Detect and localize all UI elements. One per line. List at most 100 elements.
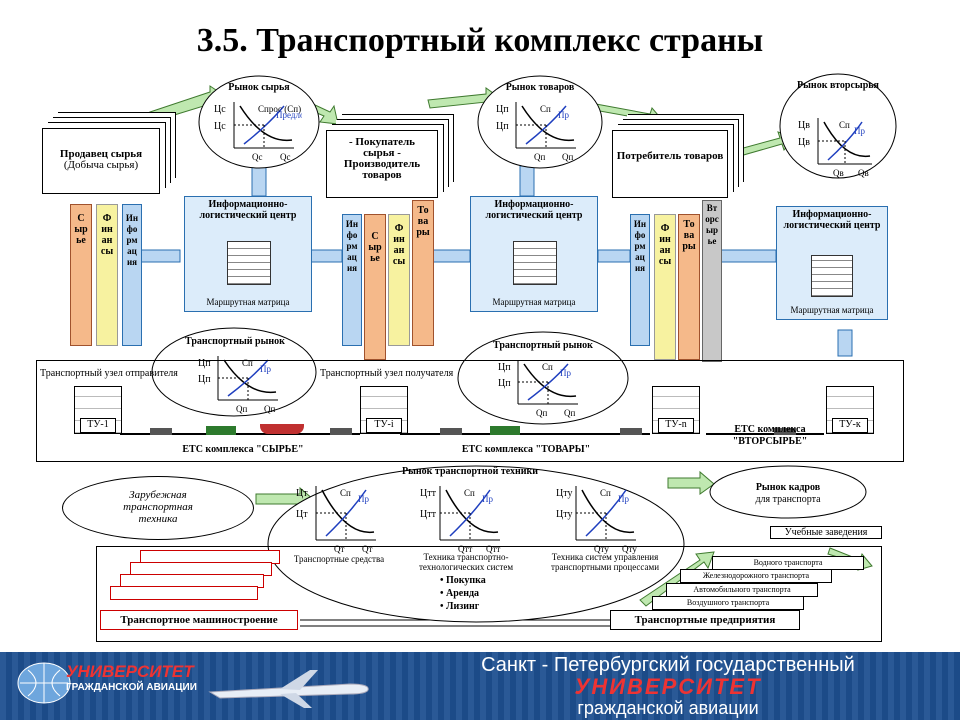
quantity-label: Qп	[534, 152, 545, 162]
tun-label: ТУ-n	[658, 418, 694, 433]
lower-band	[96, 546, 882, 642]
buyer-label: - Покупатель сырья - Производитель товар…	[343, 136, 421, 181]
price-label: Цв	[798, 120, 810, 131]
machinery-label: Транспортное машиностроение	[100, 610, 298, 630]
quantity-label: Qту	[622, 544, 637, 554]
supply-label: Пр	[854, 126, 865, 136]
price-label: Цп	[496, 121, 509, 132]
staff-market-sublabel: для транспорта	[755, 494, 821, 505]
transport-tech-label: Рынок транспортной техники	[401, 466, 539, 477]
blue-arrow	[719, 249, 777, 263]
tu1-label: ТУ-1	[80, 418, 116, 433]
price-label: Цп	[498, 362, 511, 373]
acquisition-methods: • Покупка • Аренда • Лизинг	[440, 574, 486, 613]
price-label: Цту	[556, 488, 572, 499]
demand-curve	[823, 121, 871, 158]
seller-label: Продавец сырья	[59, 148, 143, 160]
raw-market-label: Рынок сырья	[228, 82, 290, 93]
green-arrow	[667, 470, 715, 495]
ets-secondary-label-2: "ВТОРСЫРЬЕ"	[732, 436, 808, 447]
footer-line-2: УНИВЕРСИТЕТ	[574, 674, 762, 699]
price-label: Цс	[214, 104, 226, 115]
supply-label: Пр	[358, 494, 369, 504]
supply-label: Пр	[260, 364, 271, 374]
demand-label: Сп	[542, 362, 553, 372]
consumer-box: Потребитель товаров	[612, 130, 728, 198]
footer-line-3: гражданской авиации	[577, 698, 759, 718]
raw-flow-label: Сырье	[74, 213, 88, 246]
quantity-label: Qп	[236, 404, 247, 414]
finance-flow-label: Финансы	[100, 213, 114, 257]
supply-curve	[585, 489, 627, 537]
demand-curve	[523, 363, 577, 398]
schools-box: Учебные заведения	[770, 526, 882, 539]
receiver-hub-label: Транспортный узел получателя	[320, 368, 454, 379]
logo-title: УНИВЕРСИТЕТ	[66, 662, 194, 681]
info-flow-label: Информация	[633, 219, 647, 273]
matrix-cube-icon	[227, 241, 271, 285]
secondary-flow-arrow: Вторсырье	[702, 200, 722, 362]
mode-item: Воздушного транспорта	[652, 596, 804, 610]
demand-label: Сп	[242, 358, 253, 368]
price-label: Цп	[496, 104, 509, 115]
price-label: Цту	[556, 509, 572, 520]
matrix-label: Маршрутная матрица	[790, 305, 874, 315]
supply-curve	[325, 489, 367, 537]
supply-curve	[525, 105, 567, 145]
supply-label: Пр	[618, 494, 629, 504]
quantity-label: Qс	[252, 152, 263, 162]
matrix-cube-icon	[811, 255, 853, 297]
ets-goods-label: ЕТС комплекса "ТОВАРЫ"	[461, 444, 591, 455]
info-flow-arrow: Информация	[630, 214, 650, 346]
sender-hub-label: Транспортный узел отправителя	[40, 368, 178, 379]
truck-icon	[330, 428, 352, 435]
info-flow-label: Информация	[125, 213, 139, 267]
ilc-label: Информационно-логистический центр	[485, 199, 583, 221]
price-label: Цт	[296, 509, 308, 520]
enterprises-label: Транспортные предприятия	[610, 610, 800, 630]
info-flow-label: Информация	[345, 219, 359, 273]
goods-market-label: Рынок товаров	[505, 82, 575, 93]
tech-caption-2: Техника транспортно-технологических сист…	[418, 552, 514, 572]
secondary-market-label: Рынок вторсырья	[797, 80, 879, 91]
truck-icon	[774, 428, 796, 435]
quantity-label: Qп	[264, 404, 275, 414]
supply-label: Пр	[482, 494, 493, 504]
blue-arrow	[309, 249, 343, 263]
ship-icon	[260, 424, 304, 434]
info-flow-arrow: Информация	[342, 214, 362, 346]
foreign-tech-ellipse: Зарубежная транспортная техника	[62, 476, 254, 540]
supply-curve	[827, 121, 863, 161]
matrix-cube-icon	[513, 241, 557, 285]
transport-tech-cloud	[267, 465, 685, 623]
method-item: • Покупка	[440, 575, 486, 586]
truck-icon	[620, 428, 642, 435]
goods-flow-arrow: Товары	[678, 214, 700, 360]
footer-banner: УНИВЕРСИТЕТ ГРАЖДАНСКОЙ АВИАЦИИ Санкт - …	[0, 652, 960, 720]
matrix-label: Маршрутная матрица	[206, 297, 290, 307]
info-flow-arrow: Информация	[122, 204, 142, 346]
quantity-label: Qв	[833, 168, 844, 178]
buyer-box: - Покупатель сырья - Производитель товар…	[326, 130, 438, 198]
train-icon	[206, 426, 236, 435]
university-globe-icon	[17, 662, 71, 704]
demand-label: Сп	[600, 488, 611, 498]
method-item: • Лизинг	[440, 601, 480, 612]
supply-curve	[527, 363, 569, 401]
goods-flow-label: Товары	[416, 205, 430, 238]
secondary-flow-label: Вторсырье	[705, 203, 719, 246]
quantity-label: Qп	[536, 408, 547, 418]
mode-item: Автомобильного транспорта	[666, 583, 818, 597]
machinery-stack-layer	[110, 586, 258, 600]
demand-curve	[445, 489, 499, 534]
transport-market-label-1: Транспортный рынок	[185, 336, 285, 347]
transport-band	[36, 360, 904, 462]
goods-flow-label: Товары	[682, 219, 696, 252]
demand-curve	[581, 489, 635, 534]
demand-label: Спрос (Сп)	[258, 104, 301, 114]
